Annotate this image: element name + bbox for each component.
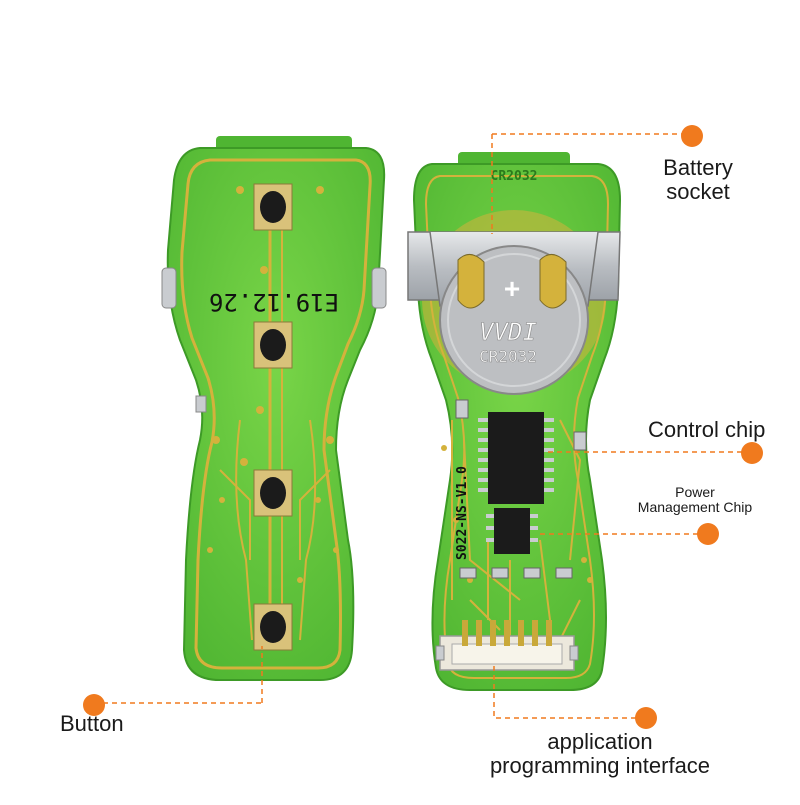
pcb-board-code: S022-NS-V1.0 [455, 466, 470, 560]
tactile-button-4 [253, 603, 293, 651]
right-board-smd [555, 567, 573, 579]
label-application-programming-interface: application programming interface [470, 729, 730, 779]
callout-dot-power [697, 523, 719, 545]
left-board-edge-trace [180, 158, 372, 670]
callout-lines [94, 133, 750, 719]
callout-dot-api [635, 707, 657, 729]
label-battery-socket-line1: Battery [663, 155, 733, 180]
label-api-line1: application [547, 729, 653, 754]
left-pcb-board: E19.12.26 [161, 136, 387, 681]
label-power-line1: Power [675, 484, 715, 500]
tactile-button-1 [253, 183, 293, 231]
label-power-line2: Management Chip [637, 499, 753, 516]
right-board-smd [455, 399, 469, 419]
tactile-button-3 [253, 469, 293, 517]
tactile-button-2 [253, 321, 293, 369]
label-api-line2: programming interface [489, 753, 711, 779]
left-board-vias [207, 186, 339, 583]
left-board-outline [166, 147, 386, 681]
left-board-trace [235, 419, 253, 641]
callout-dot-battery [681, 125, 703, 147]
right-board-smd [523, 567, 541, 579]
label-battery-socket: Battery socket [640, 155, 756, 205]
label-battery-socket-line2: socket [666, 179, 730, 205]
callout-dot-button [83, 694, 105, 716]
left-board-trace [299, 419, 317, 641]
label-button: Button [60, 711, 124, 736]
label-control-chip: Control chip [648, 417, 766, 442]
right-board-smd [573, 431, 587, 451]
left-board-smd [195, 395, 207, 413]
left-board-notch-right [371, 267, 387, 309]
left-board-trace [299, 469, 331, 560]
svg-text:+: + [504, 273, 520, 304]
right-pcb-board: CR2032 + VVDI CR2032 [407, 152, 622, 691]
right-board-smd [459, 567, 477, 579]
pcb-battery-model-top: CR2032 [491, 169, 538, 184]
left-board-notch-left [161, 267, 177, 309]
right-board-smd [491, 567, 509, 579]
programming-connector [435, 620, 579, 671]
callout-dots [83, 125, 763, 729]
callout-dot-control [741, 442, 763, 464]
power-management-chip [486, 508, 538, 554]
label-power-management-chip: Power Management Chip [620, 484, 770, 516]
left-board-trace [219, 469, 251, 560]
battery-holder: + VVDI CR2032 [407, 210, 621, 395]
pcb-date-code: E19.12.26 [209, 288, 339, 316]
battery-holder-brand: VVDI [479, 318, 537, 346]
control-chip [478, 412, 554, 504]
battery-holder-model: CR2032 [479, 347, 537, 366]
